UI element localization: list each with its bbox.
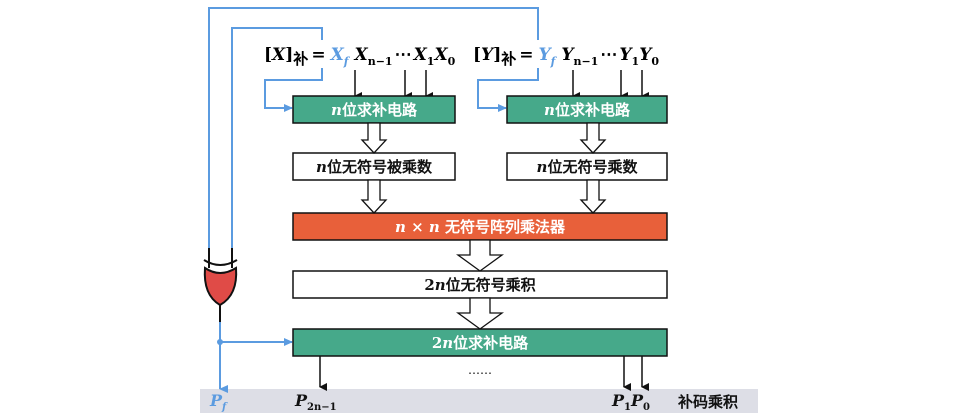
multiplicand-label: n位无符号被乘数 xyxy=(316,158,433,176)
hollow-arrow-prod2 xyxy=(456,297,504,330)
array-multiplier-box xyxy=(292,212,668,241)
output-label: 补码乘积 xyxy=(677,393,738,411)
xor-body xyxy=(203,266,238,307)
array-multiplier-label: n × n 无符号阵列乘法器 xyxy=(395,218,566,236)
y-bit-arrows xyxy=(572,70,649,100)
wire-yf-to-box xyxy=(477,68,539,112)
output-msb: P2n−1 xyxy=(294,391,337,413)
x-complement-label: n位求补电路 xyxy=(331,101,418,119)
hollow-arrow-x2 xyxy=(360,179,388,214)
y-complement-label: n位求补电路 xyxy=(544,101,631,119)
output-arrows xyxy=(319,356,649,391)
wire-yf-to-xor xyxy=(208,7,539,252)
multiplier-label: n位无符号乘数 xyxy=(537,158,639,176)
hollow-arrow-prod1 xyxy=(456,239,504,272)
hollow-arrow-x1 xyxy=(360,122,388,154)
output-sign-pf: Pf xyxy=(209,391,228,413)
unsigned-product-label: 2n位无符号乘积 xyxy=(424,276,535,294)
xor-extra-arc xyxy=(203,259,238,266)
xor-gate xyxy=(203,248,238,322)
product-complement-label: 2n位求补电路 xyxy=(432,334,529,352)
junction-dot xyxy=(217,339,223,345)
hollow-arrow-y1 xyxy=(579,122,607,154)
hollow-arrow-y2 xyxy=(579,179,607,214)
output-ellipsis: …… xyxy=(468,363,492,377)
output-band xyxy=(200,389,758,413)
wire-xf-to-xor xyxy=(231,27,323,252)
unsigned-product-box xyxy=(292,270,668,299)
sign-wires xyxy=(208,7,539,393)
hollow-arrows xyxy=(360,122,607,330)
output-p1-p0: P1P0 xyxy=(611,391,650,413)
wire-xf-to-box xyxy=(264,68,323,112)
x-bit-arrows xyxy=(354,70,433,100)
multiplier-box xyxy=(506,152,668,181)
